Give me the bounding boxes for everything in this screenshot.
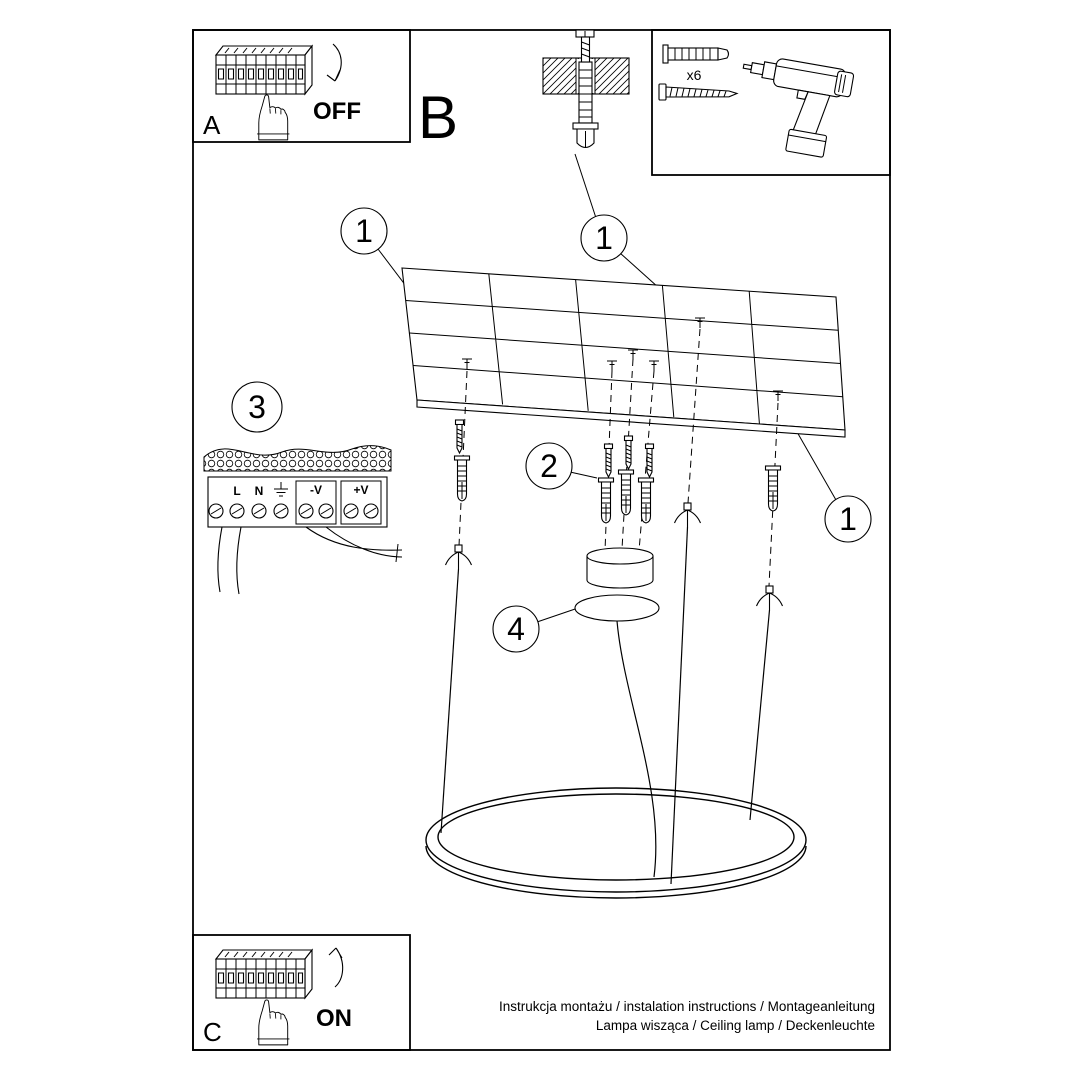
anchor-flange-icon: [572, 122, 599, 130]
anchor-sleeve-icon: [578, 61, 593, 124]
callout-1-top: 1: [580, 214, 628, 262]
wall-plug-icon: [764, 465, 782, 512]
section-b-label: B: [418, 84, 458, 151]
terminal-screws: [208, 503, 379, 519]
hardware-box: x6: [651, 29, 891, 176]
drill-icon: [742, 58, 855, 158]
panel-c: ON C: [192, 934, 411, 1051]
switch-up-arrow-icon: [328, 947, 344, 988]
canopy: [574, 547, 660, 878]
svg-text:4: 4: [507, 611, 525, 647]
terminal-label-plus-v: +V: [353, 483, 368, 497]
cable-grip-icon: [444, 544, 473, 570]
terminal-label-n: N: [255, 484, 264, 498]
mains-wires: [217, 526, 242, 595]
callout-1-left: 1: [340, 207, 388, 255]
panel-c-label: C: [203, 1017, 222, 1047]
wall-plug-icon: [597, 477, 615, 524]
screw-icon: [623, 435, 634, 470]
circuit-breaker-icon: [215, 949, 313, 999]
pointing-hand-icon: [256, 94, 290, 141]
wiring-diagram: L N -V +V: [203, 445, 403, 595]
suspension-cables: [440, 526, 771, 885]
anchor-count-label: x6: [687, 67, 702, 83]
panel-a-box: [192, 29, 411, 143]
footer: Instrukcja montażu / instalation instruc…: [499, 999, 875, 1033]
power-cable: [616, 620, 657, 878]
ring-lamp: [425, 787, 807, 899]
circuit-breaker-icon: [215, 45, 313, 95]
on-label: ON: [316, 1005, 352, 1032]
panel-c-box: [192, 934, 411, 1051]
footer-line-1: Instrukcja montażu / instalation instruc…: [499, 999, 875, 1014]
callouts: 1 1 1 2 3 4: [231, 207, 872, 653]
output-wires: [305, 526, 403, 558]
wall-plug-icon: [453, 455, 471, 502]
callout-2: 2: [525, 442, 573, 490]
wall-plug-icon: [662, 44, 730, 64]
svg-text:1: 1: [595, 220, 613, 256]
mounting-screw-icon: [658, 83, 739, 101]
terminal-block: [207, 476, 388, 528]
page-border: [192, 29, 891, 1051]
wall-plug-icon: [637, 477, 655, 524]
svg-text:2: 2: [540, 448, 558, 484]
svg-text:3: 3: [248, 389, 266, 425]
switch-down-arrow-icon: [326, 43, 342, 82]
screw-icon: [454, 419, 465, 454]
cable-grip-icon: [755, 585, 784, 611]
pointing-hand-icon: [256, 999, 290, 1046]
panel-screw-pins: [462, 317, 783, 401]
callout-4: 4: [492, 605, 540, 653]
earth-symbol-icon: [274, 482, 288, 497]
cable-grip-icon: [673, 502, 702, 528]
anchors-and-screws: [453, 419, 782, 524]
footer-line-2: Lampa wisząca / Ceiling lamp / Deckenleu…: [596, 1018, 875, 1033]
panel-edge-thickness: [416, 399, 846, 438]
screw-icon: [603, 443, 614, 478]
panel-a-label: A: [203, 110, 221, 140]
off-label: OFF: [313, 98, 361, 125]
terminal-label-minus-v: -V: [310, 483, 322, 497]
callout-3: 3: [231, 381, 283, 433]
ceiling-anchor-illustration: [542, 29, 630, 149]
svg-text:1: 1: [839, 501, 857, 537]
panel-a: OFF A: [192, 29, 411, 143]
svg-text:1: 1: [355, 213, 373, 249]
screw-icon: [644, 443, 655, 478]
wall-plug-icon: [617, 469, 635, 516]
canopy-plate: [574, 594, 660, 622]
hardware-box-border: [651, 29, 891, 176]
callout-1-right: 1: [824, 495, 872, 543]
ceiling-material: [203, 445, 392, 472]
ceiling-panel: [401, 267, 846, 438]
terminal-label-l: L: [233, 484, 240, 498]
